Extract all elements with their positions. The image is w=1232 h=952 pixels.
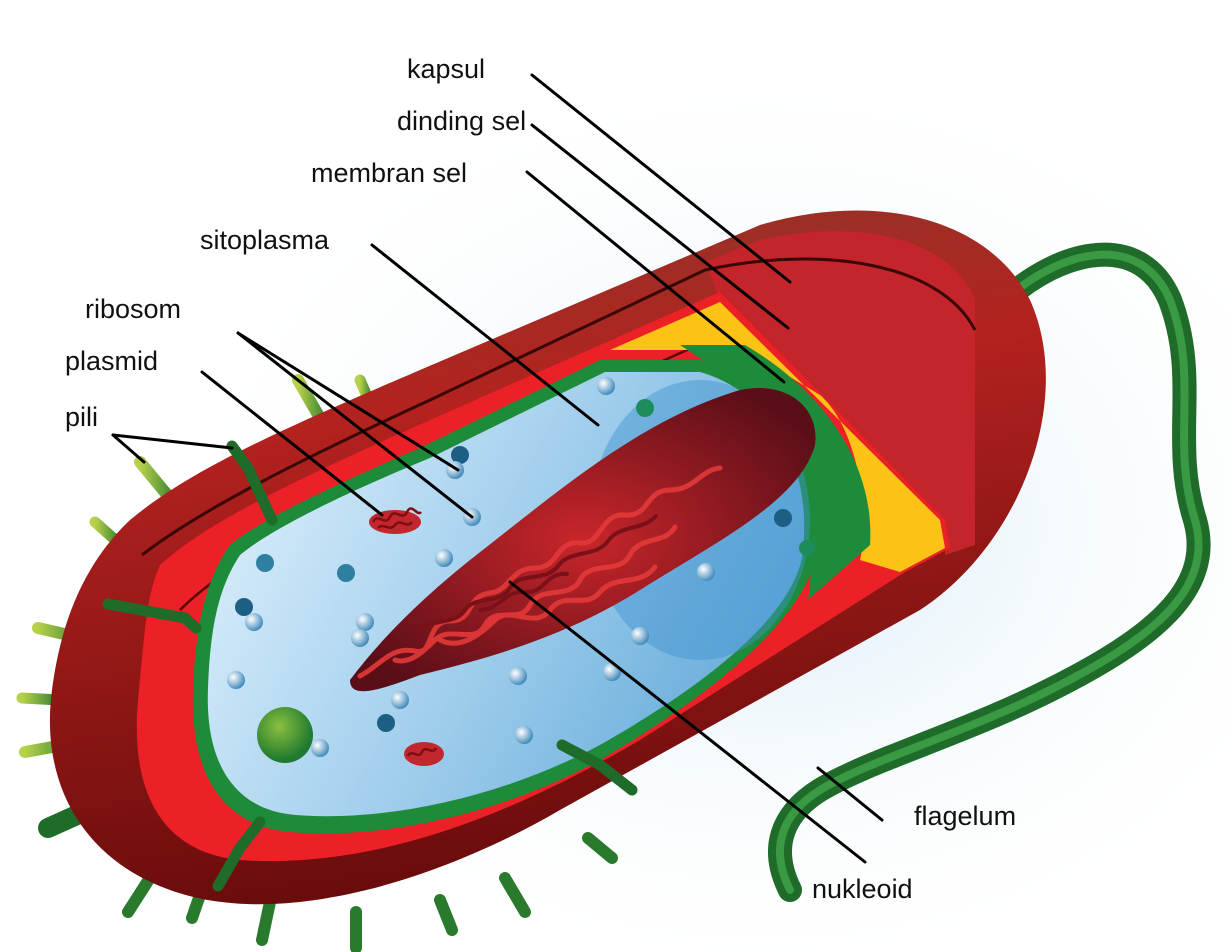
ribosome (391, 691, 409, 709)
leader-nukleoid (508, 580, 867, 864)
plasmid (404, 742, 444, 766)
label-flagelum: flagelum (914, 801, 1016, 831)
label-nukleoid: nukleoid (812, 874, 913, 904)
leader-flagelum (816, 766, 884, 822)
ribosome (435, 549, 453, 567)
leader-pili-1 (111, 433, 146, 464)
pilus (186, 889, 206, 924)
storage-granule (257, 707, 313, 763)
ribosome (356, 613, 374, 631)
ribosome (256, 554, 274, 572)
leader-sitoplasma (370, 243, 600, 427)
pilus (499, 872, 531, 918)
pili-anchors (102, 440, 638, 892)
pilus (434, 894, 458, 936)
cell-membrane-end (680, 345, 871, 600)
label-dinding-sel: dinding sel (397, 106, 526, 136)
pilus-anchor (212, 816, 266, 892)
ribosome (515, 726, 533, 744)
leader-lines (111, 73, 884, 864)
nucleoid (350, 388, 816, 692)
label-pili: pili (65, 402, 98, 432)
ribosome (597, 377, 615, 395)
nucleoid-strands (357, 465, 723, 679)
plasmid-coil (371, 507, 422, 529)
plasmid-coil (406, 747, 438, 757)
ribosome (227, 671, 245, 689)
label-sitoplasma: sitoplasma (200, 225, 330, 255)
ribosome (351, 629, 369, 647)
leader-kapsul (530, 73, 792, 284)
label-kapsul: kapsul (407, 54, 485, 84)
pilus (256, 896, 276, 946)
leader-dinding-sel (530, 123, 790, 330)
pilus (582, 832, 618, 864)
pilus-anchor (556, 739, 638, 796)
label-membran-sel: membran sel (311, 158, 467, 188)
label-plasmid: plasmid (65, 346, 158, 376)
leader-ribosom-1 (236, 331, 460, 472)
ribosome (245, 613, 263, 631)
ribosome (337, 564, 355, 582)
ribosome (235, 598, 253, 616)
pilus-anchor (226, 440, 278, 526)
ribosome (311, 739, 329, 757)
periplasm-yellow-layer (610, 302, 945, 572)
ribosome (631, 627, 649, 645)
leader-plasmid (200, 370, 384, 517)
ribosome (799, 540, 815, 556)
ribosome (774, 509, 792, 527)
ribosome (377, 714, 395, 732)
plasmid-blob (404, 742, 444, 766)
leader-ribosom-2 (236, 331, 474, 519)
ribosome (636, 399, 654, 417)
ribosomes (227, 377, 815, 757)
ribosome (509, 667, 527, 685)
pilus-anchor (102, 598, 202, 634)
flagellum-highlight (776, 250, 1203, 894)
ribosome (451, 446, 469, 464)
capsule-edge (141, 257, 977, 557)
leader-pili-2 (111, 433, 234, 450)
capsule-cut-face (705, 231, 975, 555)
ribosome (697, 563, 715, 581)
leader-membran-sel (525, 170, 786, 384)
label-ribosom: ribosom (85, 294, 181, 324)
